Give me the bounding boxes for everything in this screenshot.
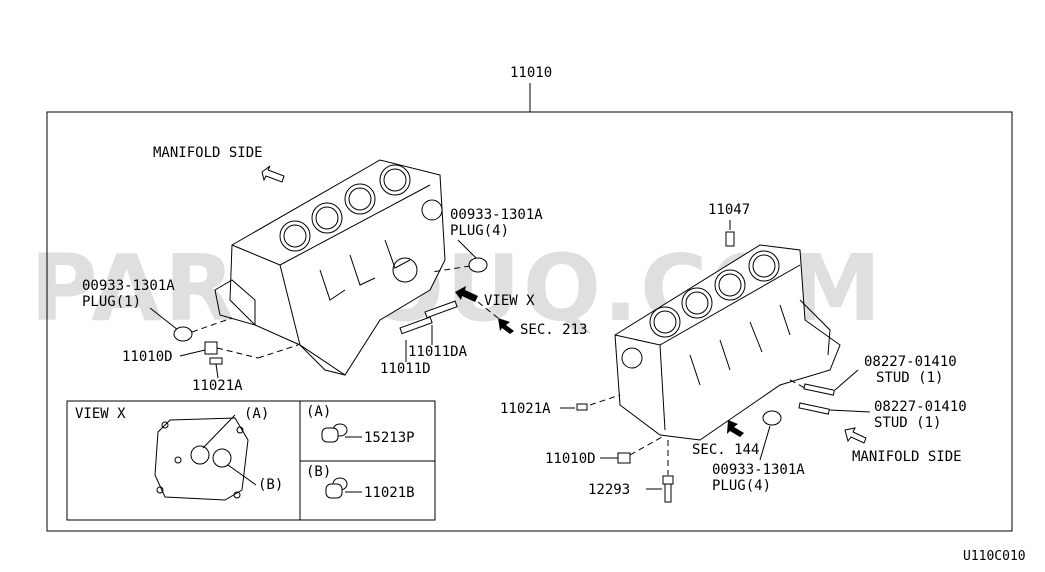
left-plug-top-part[interactable]: [468, 257, 488, 273]
left-11021a-part[interactable]: [209, 357, 223, 365]
assembly-ref-label[interactable]: 11010: [510, 65, 552, 81]
right-stud2-part[interactable]: [798, 402, 830, 415]
right-stud1-part[interactable]: [803, 383, 835, 396]
inset-a-header: (A): [306, 404, 331, 420]
right-plug-part[interactable]: [762, 410, 782, 426]
left-plug-top-leader: [457, 239, 479, 261]
left-plug-top-desc: PLUG(4): [450, 223, 509, 239]
right-stud1-code[interactable]: 08227-01410: [864, 354, 957, 370]
left-11011d-label[interactable]: 11011D: [380, 361, 431, 377]
right-plug-desc: PLUG(4): [712, 478, 771, 494]
right-12293-label[interactable]: 12293: [588, 482, 630, 498]
stud-11011d-part[interactable]: [399, 316, 433, 335]
view-x-callout-b: (B): [258, 477, 283, 493]
inset-b-header: (B): [306, 464, 331, 480]
stud-11011da-part[interactable]: [424, 300, 458, 319]
inset-a-part[interactable]: 15213P: [364, 430, 415, 446]
dowel-11021b-part[interactable]: [325, 477, 348, 499]
right-manifold-side-label: MANIFOLD SIDE: [852, 449, 962, 465]
right-11021a-part[interactable]: [576, 403, 588, 411]
right-stud1-desc: STUD (1): [876, 370, 943, 386]
left-engine-block[interactable]: [214, 159, 446, 376]
right-11021a-label[interactable]: 11021A: [500, 401, 551, 417]
right-plug-code[interactable]: 00933-1301A: [712, 462, 805, 478]
plug-15213p-part[interactable]: [321, 423, 348, 443]
left-11011da-label[interactable]: 11011DA: [408, 344, 468, 360]
right-11047-part[interactable]: [725, 231, 735, 247]
right-manifold-arrow-icon: [844, 427, 867, 444]
left-manifold-side-label: MANIFOLD SIDE: [153, 145, 263, 161]
left-plug-top-code[interactable]: 00933-1301A: [450, 207, 543, 223]
right-11010d-label[interactable]: 11010D: [545, 451, 596, 467]
right-stud2-desc: STUD (1): [874, 415, 941, 431]
left-11010d-part[interactable]: [204, 341, 218, 355]
right-sec-144-label[interactable]: SEC. 144: [692, 442, 759, 458]
view-x-inset-title: VIEW X: [75, 406, 126, 422]
left-11010d-label[interactable]: 11010D: [122, 349, 173, 365]
right-11010d-part[interactable]: [617, 452, 631, 464]
sec-144-arrow-icon: [727, 420, 744, 437]
diagram-frame: [46, 111, 1013, 532]
right-stud2-code[interactable]: 08227-01410: [874, 399, 967, 415]
left-manifold-arrow-icon: [261, 165, 285, 183]
right-12293-bolt-part[interactable]: [662, 475, 674, 503]
view-x-gasket-drawing: [154, 417, 249, 501]
left-plug-left-leader: [149, 307, 179, 331]
left-plug-left-code[interactable]: 00933-1301A: [82, 278, 175, 294]
left-view-x-label: VIEW X: [484, 293, 535, 309]
right-engine-block[interactable]: [614, 244, 841, 441]
inset-b-part[interactable]: 11021B: [364, 485, 415, 501]
left-plug-left-part[interactable]: [173, 326, 193, 342]
right-11047-label[interactable]: 11047: [708, 202, 750, 218]
left-11021a-label[interactable]: 11021A: [192, 378, 243, 394]
view-x-callout-a: (A): [244, 406, 269, 422]
view-x-arrow-icon: [455, 286, 478, 302]
left-plug-left-desc: PLUG(1): [82, 294, 141, 310]
left-sec-213-label[interactable]: SEC. 213: [520, 322, 587, 338]
figure-code: U110C010: [963, 549, 1026, 564]
sec-213-arrow-icon: [498, 318, 514, 334]
